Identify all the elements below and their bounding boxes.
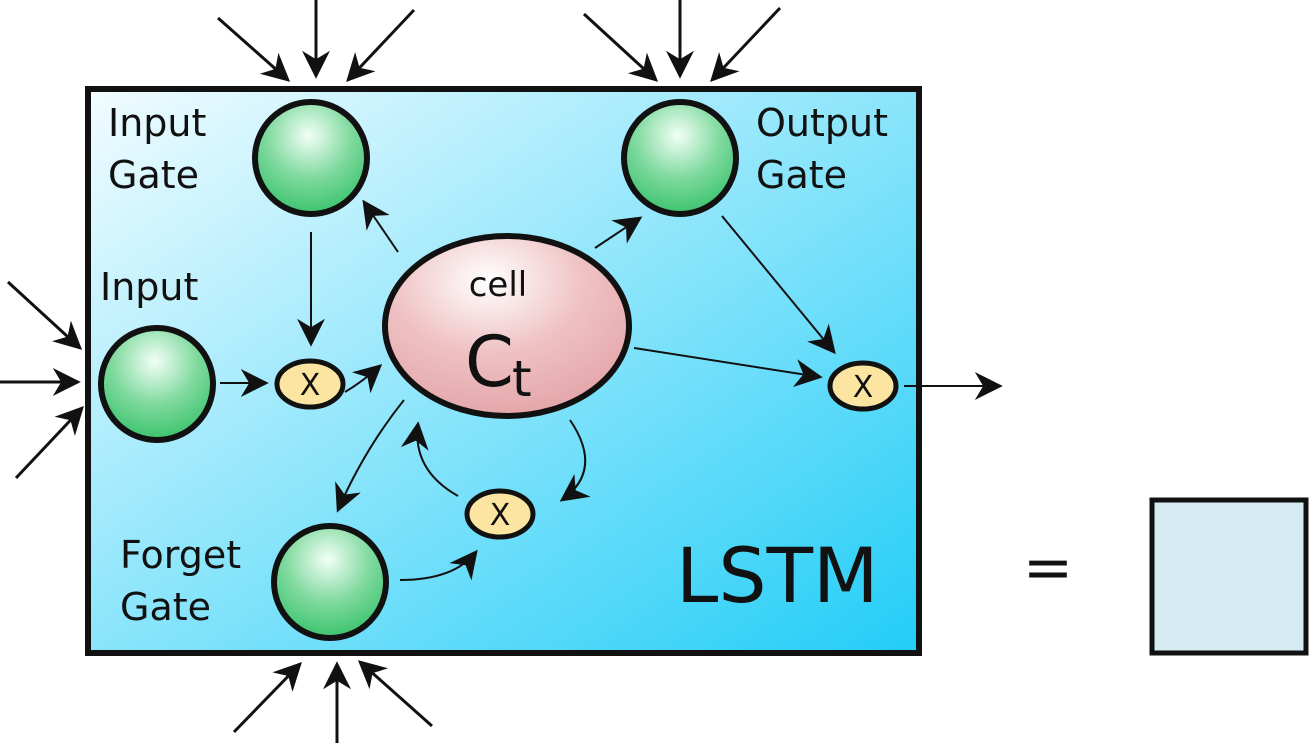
cell-symbol: C: [465, 321, 514, 403]
output-multiplier-label: X: [853, 370, 874, 405]
input-gate-incoming-arrows: [217, 0, 416, 83]
input-node: [98, 325, 216, 443]
equals-sign: =: [1023, 533, 1073, 603]
forget-gate-label-line2: Gate: [120, 585, 211, 629]
forget-multiplier-label: X: [490, 498, 511, 533]
forget-gate-node: [271, 523, 389, 641]
input-label: Input: [100, 265, 198, 309]
output-gate-node: [621, 99, 739, 217]
lstm-title: LSTM: [676, 531, 879, 620]
cell-label: cell: [469, 265, 528, 305]
cell-subscript: t: [512, 350, 532, 408]
lstm-equivalent-box: [1149, 497, 1309, 656]
input-gate-label-line2: Gate: [108, 153, 199, 197]
forget-multiplier: X: [464, 488, 536, 540]
output-gate-label-line1: Output: [756, 101, 888, 145]
cell-node: [382, 233, 632, 419]
input-gate-node: [252, 99, 370, 217]
output-gate-label-line2: Gate: [756, 153, 847, 197]
input-multiplier-label: X: [300, 368, 321, 403]
input-gate-label-line1: Input: [108, 101, 206, 145]
output-gate-incoming-arrows: [582, 0, 782, 83]
output-multiplier: X: [827, 360, 899, 412]
input-multiplier: X: [274, 358, 346, 410]
forget-gate-incoming-arrows: [232, 660, 433, 743]
internal-connections: [220, 199, 1003, 581]
input-incoming-arrows: [0, 280, 84, 480]
forget-gate-label-line1: Forget: [120, 533, 241, 577]
